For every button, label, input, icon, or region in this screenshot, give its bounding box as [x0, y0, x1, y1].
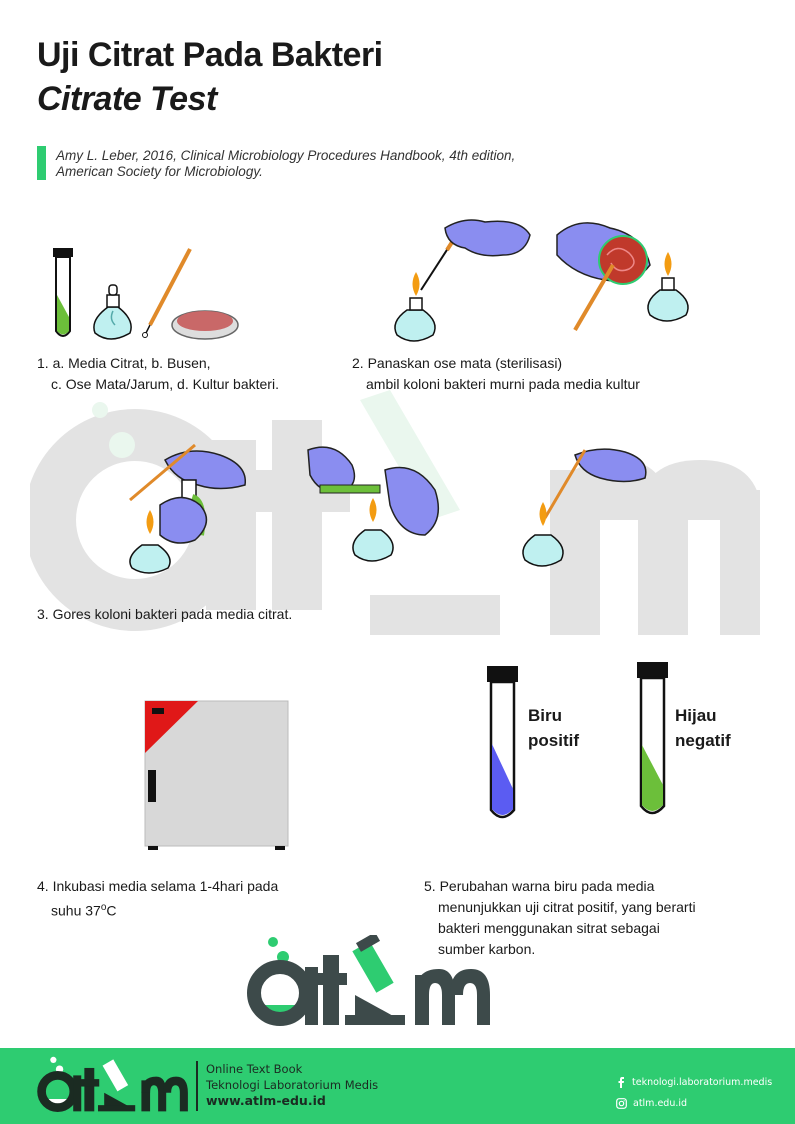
step2-caption: 2. Panaskan ose mata (sterilisasi) ambil… — [352, 355, 640, 392]
step2-illustration — [394, 219, 689, 342]
footer-info: Online Text Book Teknologi Laboratorium … — [206, 1062, 379, 1108]
reference-citation: Amy L. Leber, 2016, Clinical Microbiolog… — [56, 148, 516, 179]
gloved-hand-icon — [164, 450, 247, 490]
reference-accent-bar — [37, 146, 46, 180]
test-tube-icon — [53, 248, 73, 337]
step3-caption: 3. Gores koloni bakteri pada media citra… — [37, 606, 293, 622]
step1-caption: 1. a. Media Citrat, b. Busen, c. Ose Mat… — [37, 355, 279, 392]
spirit-lamp-icon — [394, 272, 436, 342]
step4-caption: 4. Inkubasi media selama 1-4hari pada su… — [37, 878, 279, 919]
gloved-hand-icon — [159, 496, 208, 544]
footer-divider — [196, 1061, 198, 1111]
positive-result-label: Biru positif — [528, 706, 579, 750]
negative-test-tube-icon — [637, 662, 668, 815]
instagram-link[interactable]: atlm.edu.id — [616, 1098, 687, 1109]
facebook-icon — [618, 1077, 624, 1088]
gloved-hand-icon — [444, 219, 531, 257]
facebook-link[interactable]: teknologi.laboratorium.medis — [616, 1077, 772, 1088]
instagram-icon — [616, 1098, 627, 1109]
atlm-logo — [247, 935, 490, 1026]
spirit-lamp-icon — [647, 252, 689, 322]
negative-result-label: Hijau negatif — [675, 706, 731, 750]
petri-dish-icon — [171, 310, 239, 340]
footer-logo — [37, 1056, 188, 1112]
incubator-icon — [144, 700, 289, 850]
page-subtitle: Citrate Test — [37, 80, 217, 118]
step3-illustration — [129, 443, 647, 574]
watermark-logo — [30, 390, 760, 635]
gloved-hand-icon — [384, 466, 440, 536]
positive-test-tube-icon — [487, 666, 518, 819]
spirit-lamp-icon — [93, 284, 132, 340]
page-title: Uji Citrat Pada Bakteri — [37, 36, 383, 74]
spirit-lamp-icon — [352, 498, 394, 562]
step1-illustration — [53, 248, 239, 340]
website-link[interactable]: www.atlm-edu.id — [206, 1093, 326, 1108]
inoculating-loop-icon — [142, 248, 192, 338]
spirit-lamp-icon — [129, 510, 171, 574]
gloved-hand-icon — [574, 448, 647, 483]
spirit-lamp-icon — [522, 502, 564, 567]
step5-caption: 5. Perubahan warna biru pada media menun… — [424, 878, 696, 957]
